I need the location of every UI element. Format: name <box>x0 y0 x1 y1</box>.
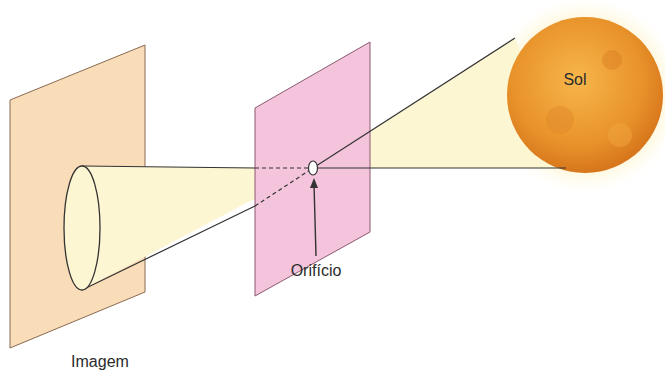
ray-dashed <box>255 167 313 168</box>
leader-line <box>314 184 316 256</box>
sun-spot <box>602 50 622 70</box>
sun-label: Sol <box>563 71 586 89</box>
ray-dashed <box>255 168 313 206</box>
ray <box>313 38 515 168</box>
sun-image <box>64 166 100 290</box>
sun-spot <box>608 123 632 147</box>
sun-node: Sol <box>535 60 615 100</box>
leader-arrowhead <box>310 178 318 188</box>
image-label: Imagem <box>71 353 129 371</box>
ray <box>313 167 566 168</box>
hole-label: Orifício <box>291 262 342 280</box>
ray <box>82 206 255 290</box>
sun-disc <box>507 17 663 173</box>
ray <box>82 166 255 168</box>
sun-spot <box>546 106 574 134</box>
pinhole <box>309 161 318 175</box>
pinhole-screen <box>255 42 370 296</box>
